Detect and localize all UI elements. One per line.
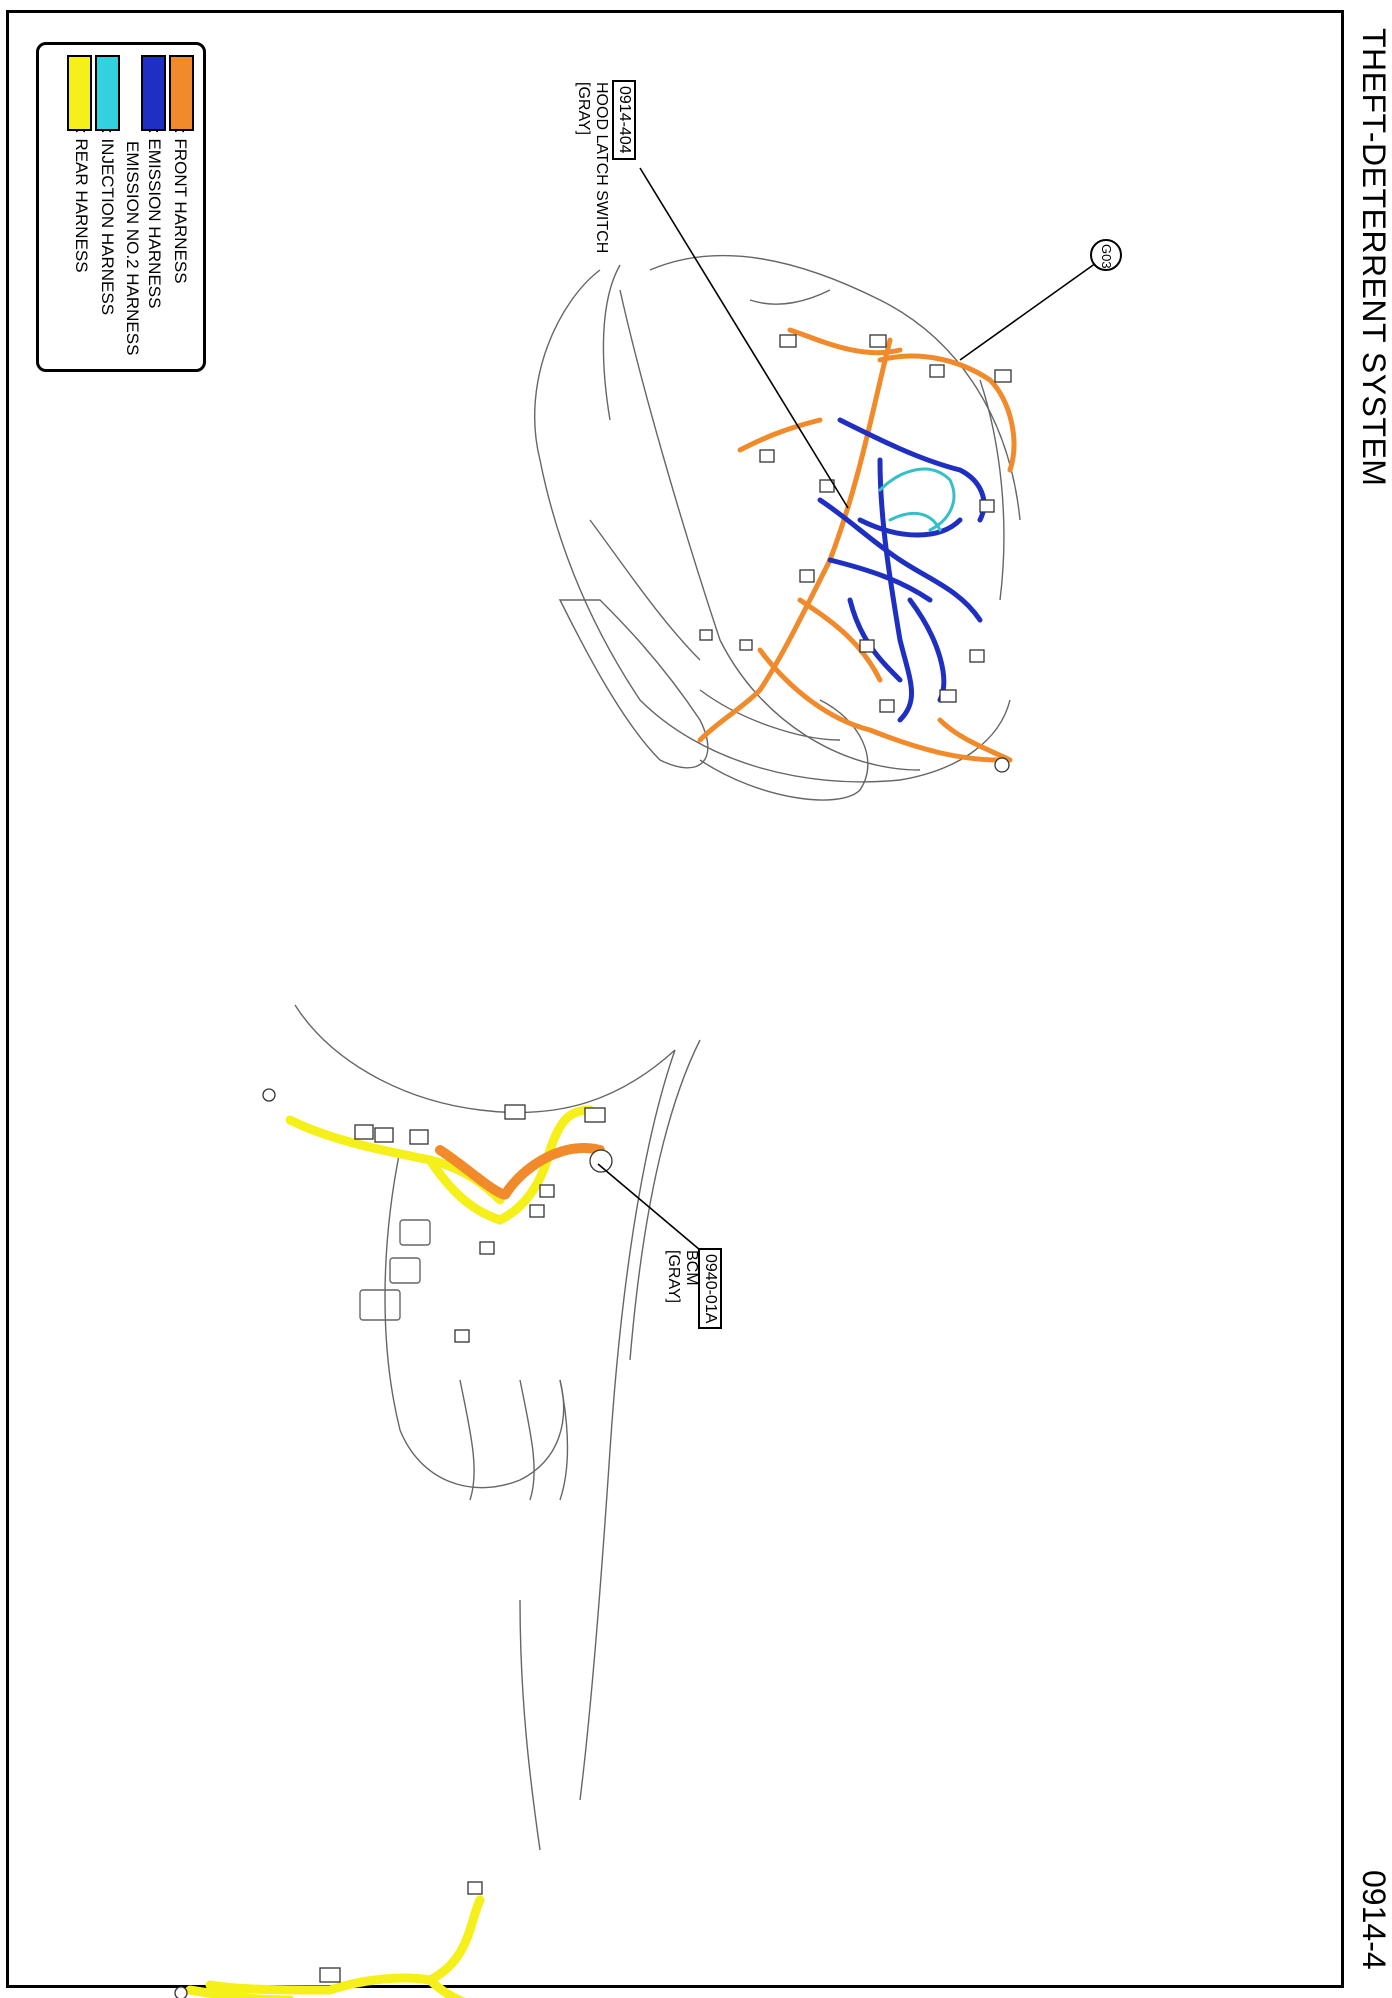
injection-harness-swatch bbox=[95, 55, 120, 131]
hood-latch-code: 0914-404 bbox=[612, 80, 636, 160]
g03-ground-symbol bbox=[1090, 239, 1122, 271]
rear-harness-wires bbox=[185, 1105, 595, 1998]
front-connectors bbox=[699, 334, 1012, 773]
bcm-color: [GRAY] bbox=[665, 1250, 682, 1304]
bcm-callout: 0940-01A bbox=[698, 1248, 722, 1330]
hood-latch-color: [GRAY] bbox=[575, 82, 592, 136]
front-harness-swatch bbox=[169, 55, 194, 131]
injection-harness-wires bbox=[878, 467, 956, 532]
hood-latch-callout: 0914-404 bbox=[612, 80, 636, 160]
rear-harness-swatch bbox=[67, 55, 92, 131]
front-vehicle-outline bbox=[534, 254, 1021, 801]
front-harness-wires bbox=[697, 327, 1017, 763]
g03-label: G03 bbox=[1099, 244, 1114, 269]
harness-legend: : FRONT HARNESS : EMISSION HARNESS EMISS… bbox=[36, 42, 206, 372]
bcm-label: BCM bbox=[683, 1250, 700, 1286]
bcm-code: 0940-01A bbox=[698, 1248, 722, 1330]
bcm-front-harness-section bbox=[435, 1143, 605, 1202]
emission-harness-swatch bbox=[141, 55, 166, 131]
rear-connectors bbox=[174, 1088, 613, 1998]
hood-latch-label: HOOD LATCH SWITCH bbox=[593, 82, 610, 254]
interior-outline bbox=[294, 1004, 701, 1851]
emission-harness-wires bbox=[817, 417, 987, 723]
diagram-frame bbox=[6, 10, 1344, 1988]
leader-lines bbox=[597, 167, 1097, 1251]
